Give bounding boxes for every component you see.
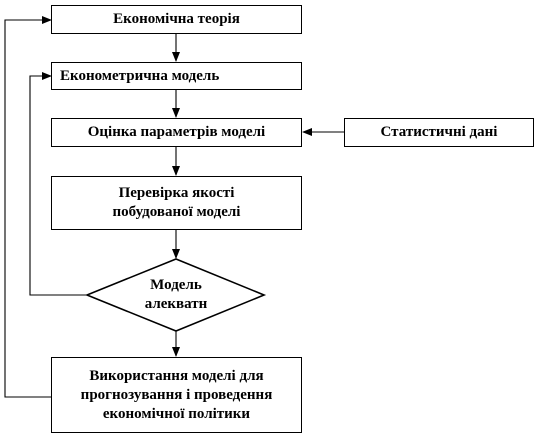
arrow-loop-to-theory bbox=[4, 16, 52, 398]
decision-diamond bbox=[84, 258, 267, 332]
node-economic-theory: Економічна теорія bbox=[51, 5, 302, 34]
arrow-feedback-to-model bbox=[29, 72, 87, 296]
node-quality-check: Перевірка якості побудованої моделі bbox=[51, 176, 302, 230]
node-statistical-data: Статистичні дані bbox=[344, 118, 534, 147]
node-parameter-estimation: Оцінка параметрів моделі bbox=[51, 118, 302, 147]
decision-label: Модель алекватн bbox=[144, 277, 208, 312]
node-econometric-model: Економетрична модель bbox=[51, 62, 302, 90]
node-model-usage: Використання моделі для прогнозування і … bbox=[51, 357, 302, 433]
